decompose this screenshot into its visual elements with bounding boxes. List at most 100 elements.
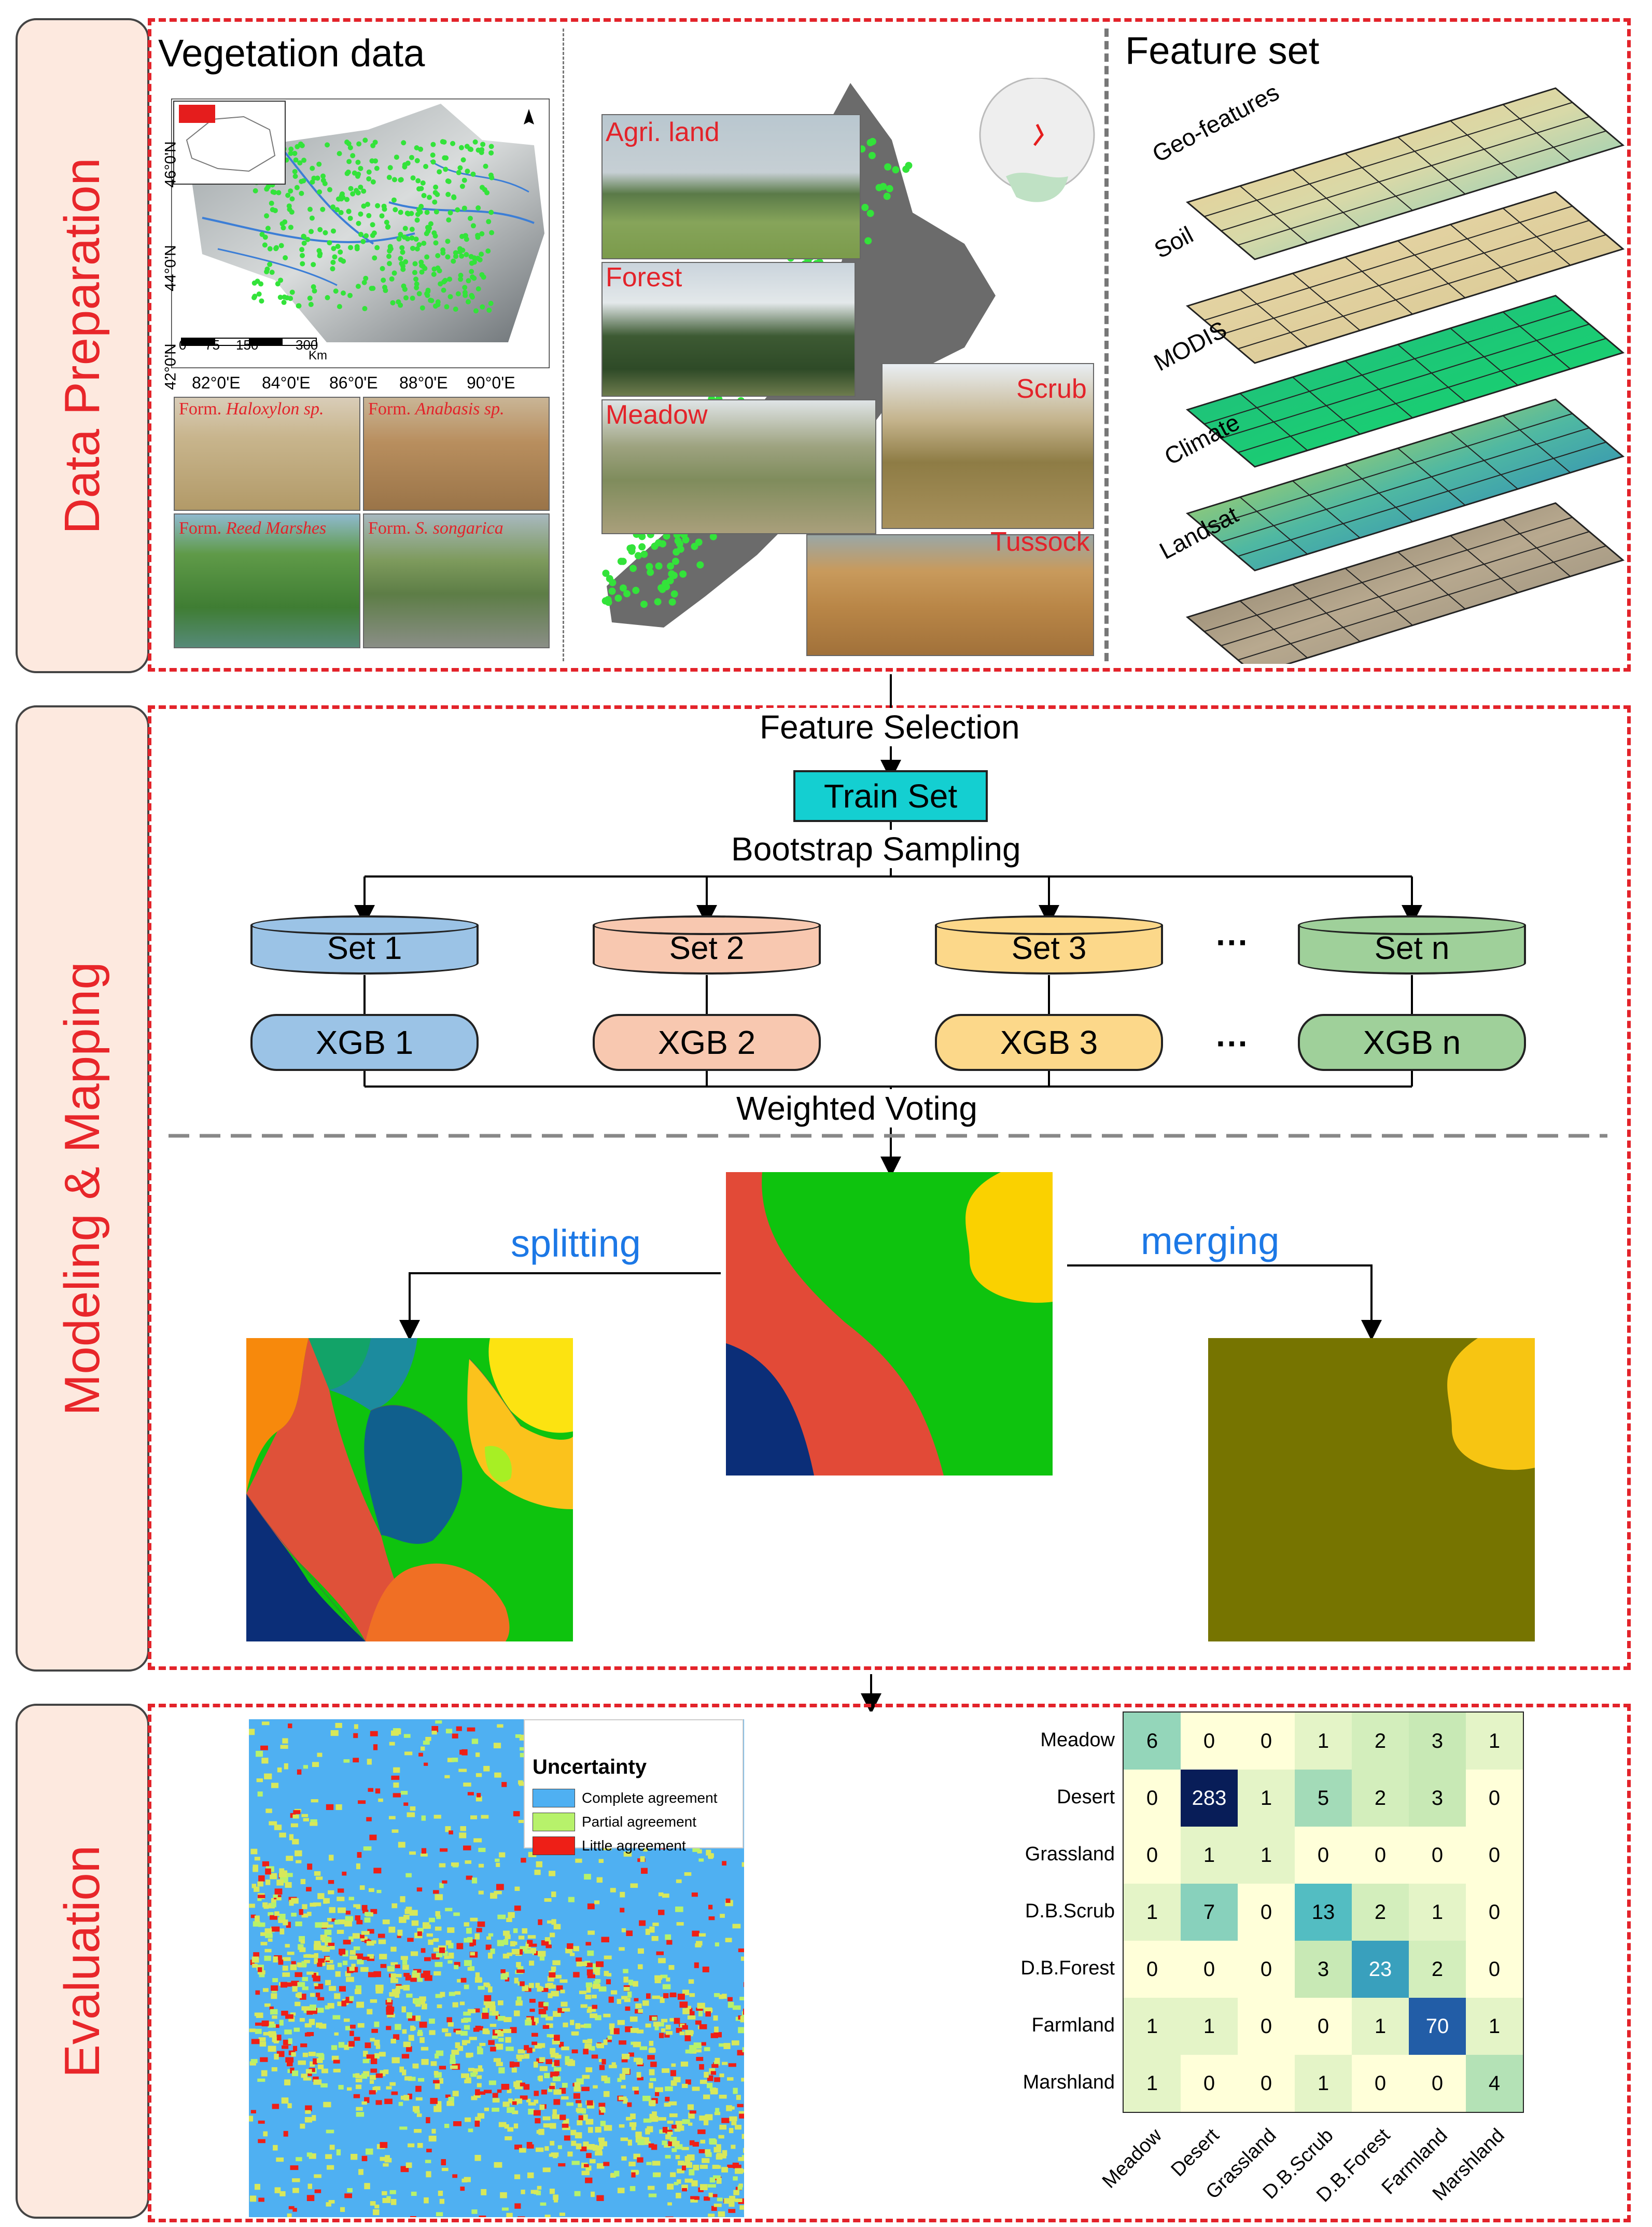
cm-cell: 2 bbox=[1352, 1770, 1409, 1827]
cm-cell: 13 bbox=[1295, 1884, 1352, 1941]
cm-cell: 2 bbox=[1409, 1941, 1466, 1998]
set-2: Set 2 bbox=[593, 915, 821, 975]
caption-1-name: Haloxylon sp. bbox=[226, 399, 324, 419]
cm-cell: 6 bbox=[1124, 1713, 1181, 1770]
set-3-label: Set 3 bbox=[1011, 930, 1087, 966]
china-map bbox=[170, 98, 551, 369]
cm-cell: 1 bbox=[1124, 2055, 1181, 2112]
cm-cell: 7 bbox=[1181, 1884, 1238, 1941]
cm-row-label: Desert bbox=[1057, 1786, 1115, 1808]
cm-row-label: Grassland bbox=[1025, 1843, 1115, 1865]
caption-1-prefix: Form. bbox=[179, 399, 222, 419]
set-1-top bbox=[250, 915, 479, 935]
cm-cell: 1 bbox=[1181, 1998, 1238, 2055]
set-n: Set n bbox=[1298, 915, 1526, 975]
cm-cell: 0 bbox=[1181, 2055, 1238, 2112]
photo-s-songarica bbox=[363, 513, 550, 648]
cm-cell: 283 bbox=[1181, 1770, 1238, 1827]
cm-cell: 1 bbox=[1124, 1884, 1181, 1941]
divider-right bbox=[1104, 29, 1109, 661]
label-agri-land: Agri. land bbox=[606, 117, 720, 147]
cm-cell: 4 bbox=[1466, 2055, 1523, 2112]
scale-150: 150 bbox=[236, 337, 259, 353]
cm-cell: 2 bbox=[1352, 1884, 1409, 1941]
train-set-label: Train Set bbox=[823, 777, 958, 815]
legend-label-partial: Partial agreement bbox=[582, 1814, 697, 1830]
xgb-2: XGB 2 bbox=[593, 1014, 821, 1071]
caption-4-name: S. songarica bbox=[415, 519, 503, 538]
photo-caption-2: Form. Anabasis sp. bbox=[368, 399, 505, 419]
cm-cell: 23 bbox=[1352, 1941, 1409, 1998]
label-tussock: Tussock bbox=[990, 527, 1090, 557]
cm-cell: 0 bbox=[1238, 1941, 1295, 1998]
legend-swatch-complete bbox=[533, 1789, 575, 1807]
legend-swatch-partial bbox=[533, 1813, 575, 1831]
tab-data-preparation: Data Preparation bbox=[16, 18, 149, 673]
cm-cell: 1 bbox=[1466, 1713, 1523, 1770]
cm-cell: 0 bbox=[1409, 1827, 1466, 1884]
sets-ellipsis: ··· bbox=[1216, 924, 1249, 961]
cm-cell: 0 bbox=[1466, 1827, 1523, 1884]
cm-row-label: Farmland bbox=[1031, 2014, 1115, 2036]
feature-layers bbox=[1110, 78, 1628, 675]
cm-cell: 3 bbox=[1409, 1713, 1466, 1770]
lat-label-42: 42°0'N bbox=[162, 343, 179, 390]
cm-cell: 1 bbox=[1124, 1998, 1181, 2055]
cm-cell: 0 bbox=[1181, 1941, 1238, 1998]
bootstrap-label: Bootstrap Sampling bbox=[731, 830, 1021, 868]
photo-agri-land bbox=[601, 114, 861, 259]
xgb-n: XGB n bbox=[1298, 1014, 1526, 1071]
xgb-3: XGB 3 bbox=[935, 1014, 1163, 1071]
cm-cell: 1 bbox=[1295, 1713, 1352, 1770]
cm-cell: 0 bbox=[1352, 2055, 1409, 2112]
cm-cell: 0 bbox=[1124, 1941, 1181, 1998]
cm-cell: 0 bbox=[1238, 1713, 1295, 1770]
lat-label-46: 46°0'N bbox=[162, 141, 179, 188]
tab-modeling-mapping: Modeling & Mapping bbox=[16, 705, 149, 1672]
photo-forest bbox=[601, 262, 856, 397]
uncertainty-legend: Uncertainty Complete agreement Partial a… bbox=[524, 1719, 744, 1855]
cm-cell: 0 bbox=[1124, 1827, 1181, 1884]
set-1: Set 1 bbox=[250, 915, 479, 975]
uncertainty-title: Uncertainty bbox=[533, 1756, 647, 1778]
set-3-top bbox=[935, 915, 1163, 935]
legend-label-complete: Complete agreement bbox=[582, 1790, 718, 1806]
cm-cell: 1 bbox=[1295, 2055, 1352, 2112]
set-2-top bbox=[593, 915, 821, 935]
photo-caption-1: Form. Haloxylon sp. bbox=[179, 399, 324, 419]
cm-cell: 0 bbox=[1181, 1713, 1238, 1770]
lon-label-90: 90°0'E bbox=[467, 373, 515, 392]
panel-modeling-mapping bbox=[148, 705, 1631, 1670]
photo-tussock bbox=[806, 534, 1094, 656]
label-meadow: Meadow bbox=[606, 400, 708, 430]
merged-map bbox=[1208, 1338, 1535, 1641]
cm-cell: 1 bbox=[1409, 1884, 1466, 1941]
cm-row-label: Marshland bbox=[1023, 2071, 1115, 2093]
lon-label-82: 82°0'E bbox=[192, 373, 241, 392]
cm-cell: 0 bbox=[1238, 1884, 1295, 1941]
section-label-evaluation: Evaluation bbox=[54, 1845, 110, 2078]
caption-4-prefix: Form. bbox=[368, 519, 411, 538]
cm-cell: 3 bbox=[1409, 1770, 1466, 1827]
train-set-box: Train Set bbox=[793, 770, 988, 822]
feature-selection-label: Feature Selection bbox=[760, 708, 1020, 746]
scale-km: Km bbox=[309, 349, 327, 363]
set-1-label: Set 1 bbox=[327, 930, 402, 966]
panel-evaluation bbox=[148, 1704, 1631, 2222]
cm-cell: 1 bbox=[1238, 1770, 1295, 1827]
set-n-top bbox=[1298, 915, 1526, 935]
scale-75: 75 bbox=[205, 337, 220, 353]
lon-label-88: 88°0'E bbox=[399, 373, 448, 392]
photo-anabasis bbox=[363, 397, 550, 511]
lat-label-44: 44°0'N bbox=[162, 245, 179, 291]
panel-data-preparation bbox=[148, 18, 1631, 672]
feature-set-title: Feature set bbox=[1125, 29, 1320, 72]
cm-cell: 1 bbox=[1181, 1827, 1238, 1884]
photo-meadow bbox=[601, 399, 876, 534]
photo-reed-marshes bbox=[174, 513, 360, 648]
photo-haloxylon bbox=[174, 397, 360, 511]
classification-map bbox=[726, 1172, 1053, 1476]
cm-cell: 0 bbox=[1124, 1770, 1181, 1827]
divider-left bbox=[563, 29, 564, 661]
xgb-1: XGB 1 bbox=[250, 1014, 479, 1071]
